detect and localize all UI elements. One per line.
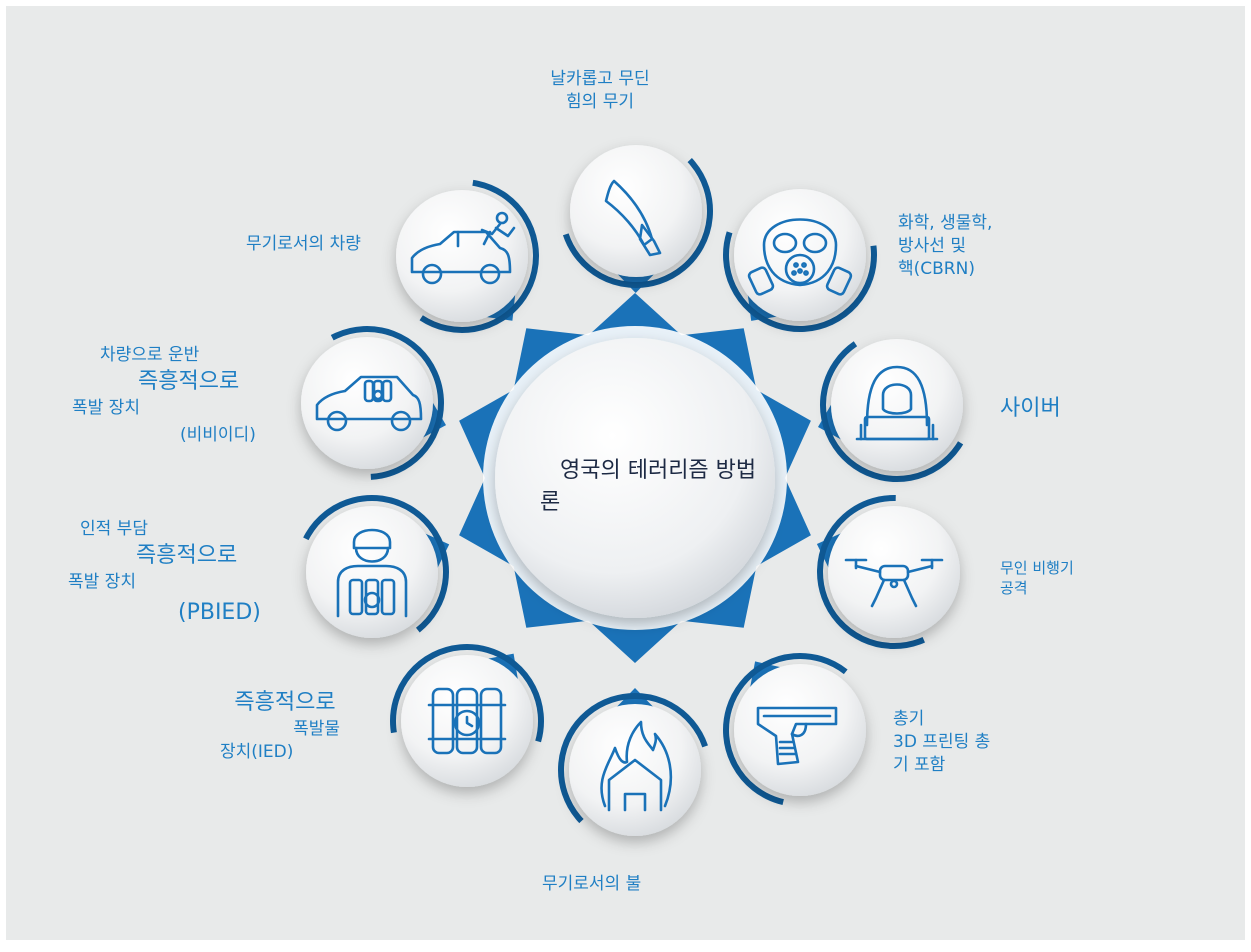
- node-knife-disc: [570, 145, 702, 277]
- node-fire-disc: [569, 704, 701, 836]
- node-vbied-ring: [290, 326, 444, 480]
- node-vbied-disc: [301, 337, 433, 469]
- hacker-laptop-icon: [855, 365, 939, 441]
- node-cbrn-ring: [723, 178, 877, 332]
- node-knife: [559, 134, 713, 293]
- node-vehicle: [385, 179, 539, 334]
- node-cyber: [818, 328, 974, 482]
- node-vehicle-ring: [385, 179, 539, 334]
- node-cyber-ring: [820, 328, 974, 482]
- node-pbied: [295, 495, 450, 650]
- node-fire-ring: [558, 693, 712, 847]
- node-firearm: [723, 653, 878, 807]
- node-vbied: [290, 326, 446, 480]
- label-vehicle: 무기로서의 차량: [246, 234, 361, 254]
- pistol-icon: [756, 706, 838, 766]
- gas-mask-icon: [747, 218, 853, 296]
- car-bomb-icon: [315, 375, 423, 432]
- node-ied: [390, 643, 544, 798]
- node-drone-disc: [828, 506, 960, 638]
- label-vbied: 차량으로 운반 즉흥적으로 폭발 장치 (비비이디): [72, 345, 256, 445]
- label-pbied: 인적 부담 즉흥적으로 폭발 장치 (PBIED): [68, 519, 261, 625]
- node-cyber-disc: [831, 339, 963, 471]
- drone-icon: [844, 558, 944, 608]
- node-drone: [816, 495, 971, 649]
- node-ied-ring: [390, 643, 544, 798]
- label-ied: 즉흥적으로 폭발물 장치(IED): [220, 690, 340, 762]
- node-vehicle-disc: [396, 190, 528, 322]
- label-cyber: 사이버: [1000, 396, 1061, 421]
- center-disc: [495, 338, 775, 618]
- suicide-bomber-icon: [336, 528, 408, 618]
- node-drone-ring: [816, 495, 971, 649]
- fire-house-icon: [600, 720, 673, 812]
- node-pbied-ring: [295, 495, 449, 650]
- node-pbied-disc: [306, 506, 438, 638]
- center-title: 영국의 테러리즘 방법론: [540, 458, 757, 515]
- node-cbrn: [723, 178, 877, 332]
- car-ramming-icon: [410, 211, 516, 285]
- knife-icon: [604, 179, 662, 257]
- label-fire: 무기로서의 불: [542, 874, 642, 894]
- node-firearm-ring: [723, 653, 878, 807]
- node-firearm-disc: [734, 664, 866, 796]
- dynamite-timer-icon: [427, 687, 507, 755]
- node-knife-ring: [559, 134, 713, 288]
- node-fire: [558, 688, 712, 847]
